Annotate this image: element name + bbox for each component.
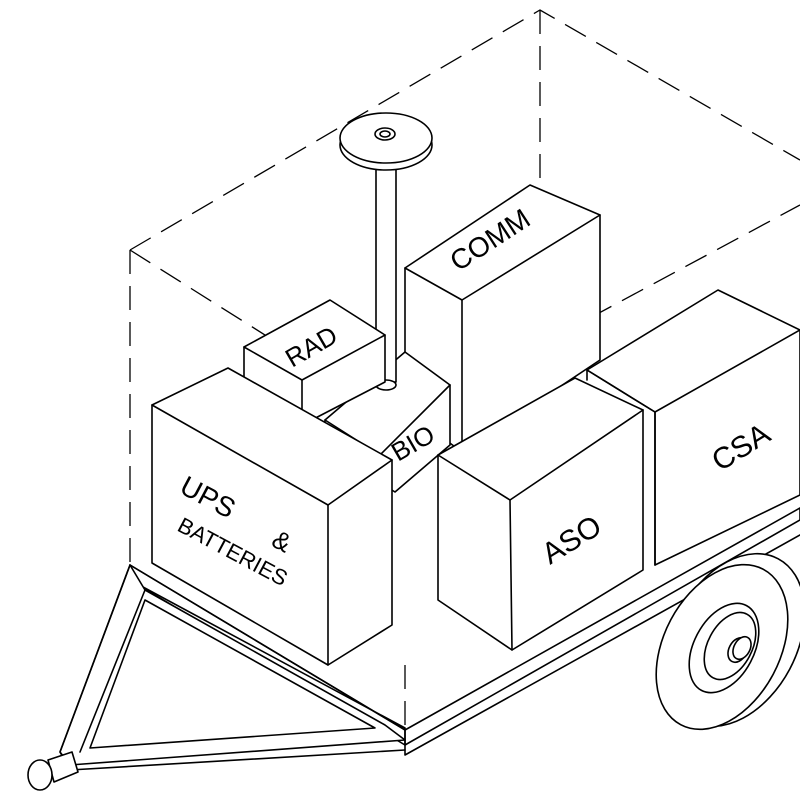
aso-module: ASO	[437, 377, 644, 651]
wheel	[655, 552, 800, 731]
trailer-frame	[27, 507, 800, 791]
envelope-front-lines	[129, 250, 406, 730]
rad-module: RAD	[243, 299, 386, 426]
comm-module: COMM	[404, 184, 601, 453]
csa-module: CSA	[586, 289, 800, 566]
hitch-coupler	[27, 751, 79, 791]
antenna-mast	[375, 159, 397, 391]
antenna-dish	[339, 112, 433, 171]
ups-batteries-module: UPS & BATTERIES	[151, 367, 393, 666]
